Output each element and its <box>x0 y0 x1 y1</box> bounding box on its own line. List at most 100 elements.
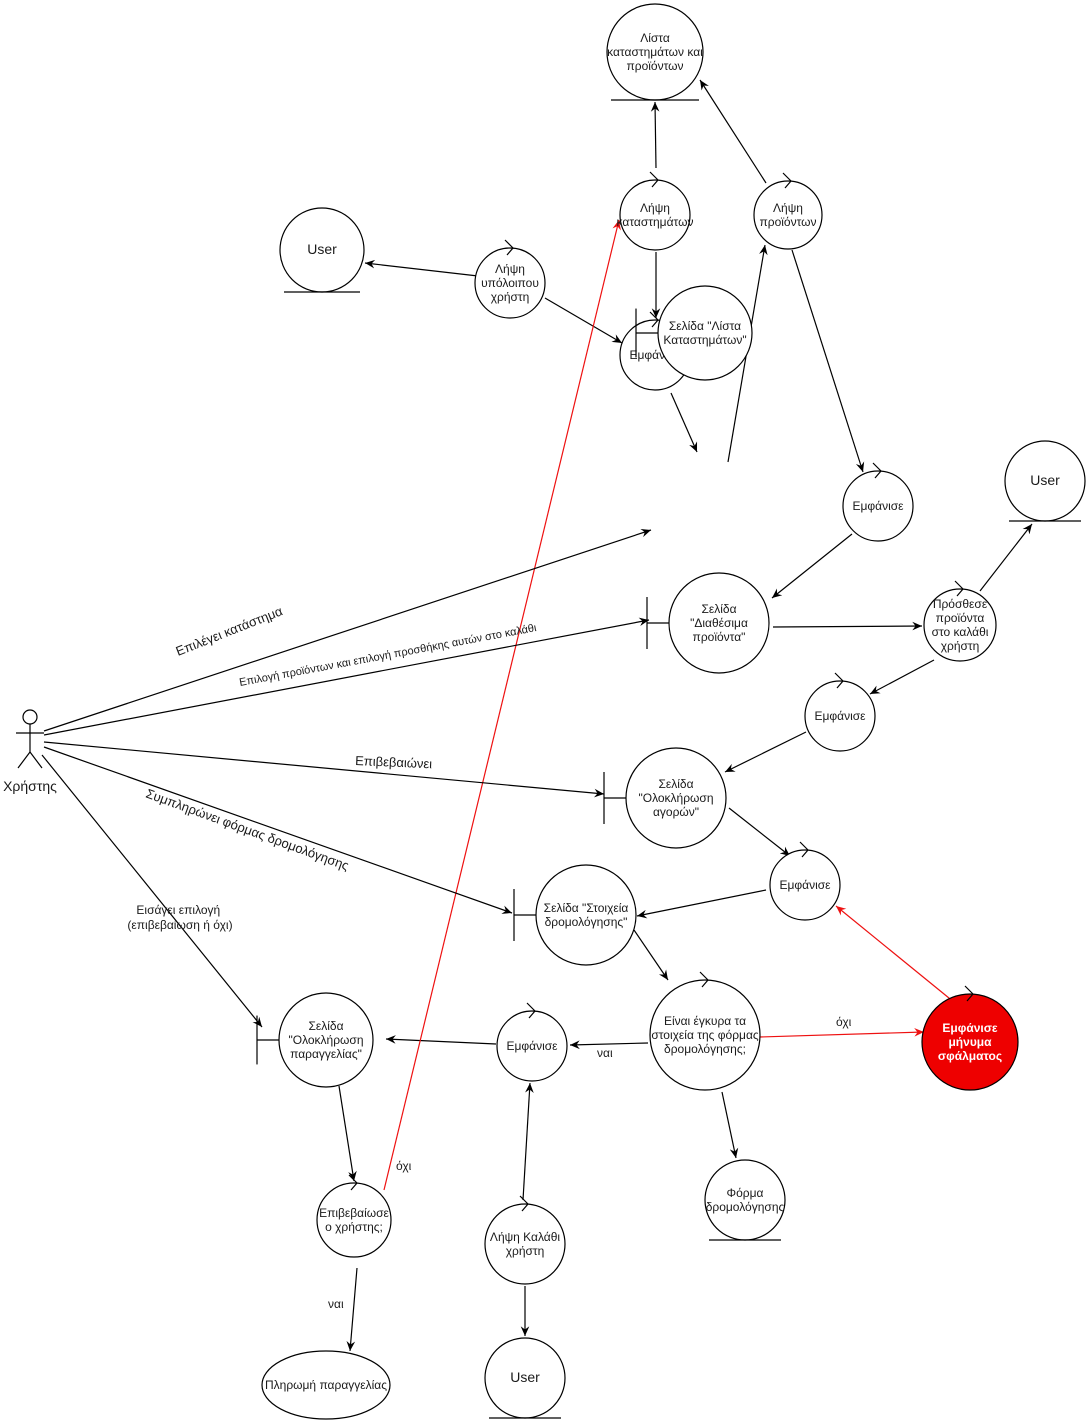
edge-complete-order-to-confirmed <box>338 1085 357 1182</box>
actor-user[interactable]: Χρήστης <box>3 709 57 794</box>
control-shape <box>804 680 876 752</box>
actor-leg-right <box>29 751 43 769</box>
edge-complete-purchases-to-show4 <box>728 807 791 857</box>
edge-add-cart-to-user2 <box>979 523 1033 592</box>
control-shape <box>923 588 997 662</box>
edge-balance-to-user1 <box>364 259 479 277</box>
node-label: Πληρωμή παραγγελίας <box>265 1378 387 1392</box>
edge-label-select-store: Επιλέγει κατάστημα <box>174 603 285 659</box>
control-shape <box>619 179 691 251</box>
control-arrow-icon <box>782 172 792 189</box>
plain-shape <box>261 1350 391 1420</box>
control-shape <box>921 993 1019 1091</box>
edges-layer <box>41 79 1033 1352</box>
control-shape <box>753 180 823 250</box>
edge-get-products-to-stores <box>699 79 767 184</box>
edge-actor-to-products <box>43 617 650 736</box>
node-label: Εμφάνισε <box>779 878 831 892</box>
node-e-user3[interactable]: User <box>484 1337 566 1419</box>
control-arrow-icon <box>348 1174 358 1191</box>
control-arrow-icon <box>872 462 882 479</box>
control-arrow-icon <box>649 311 659 328</box>
node-label: Εμφάνισε <box>814 709 866 723</box>
edge-products-to-add-cart <box>772 621 923 631</box>
control-arrow-icon <box>964 985 974 1002</box>
node-n-payment[interactable]: Πληρωμή παραγγελίας <box>261 1350 391 1420</box>
control-arrow-icon <box>699 971 709 988</box>
edge-show3-to-complete-purchases <box>724 731 807 773</box>
control-arrow-icon <box>954 580 964 597</box>
edge-label-yes-confirmed: ναι <box>328 1297 344 1311</box>
node-label: Εμφάνισε <box>506 1039 558 1053</box>
control-arrow-icon <box>519 1195 529 1212</box>
edge-show1-to-store-list <box>670 392 698 453</box>
node-e-user2[interactable]: User <box>1004 440 1086 522</box>
control-shape <box>496 1010 568 1082</box>
control-shape <box>769 849 841 921</box>
control-shape <box>316 1182 392 1258</box>
control-arrow-icon <box>834 672 844 689</box>
edge-label-confirms: Επιβεβαιώνει <box>355 753 433 771</box>
node-c-show4[interactable]: Εμφάνισε <box>769 841 841 921</box>
edge-label-select-products: Επιλογή προϊόντων και επιλογή προσθήκης … <box>238 622 538 689</box>
control-arrow-icon <box>504 239 514 256</box>
control-shape <box>842 470 914 542</box>
actor-leg-left <box>17 751 31 769</box>
edge-error-to-show4 <box>835 905 961 1008</box>
edge-valid-no-to-error <box>759 1027 925 1038</box>
node-label: User <box>510 1369 540 1385</box>
edge-show5-to-complete-order <box>385 1035 497 1045</box>
node-label: Εμφάνισε <box>852 499 904 513</box>
node-label: User <box>1030 472 1060 488</box>
edge-confirmed-yes-to-payment <box>346 1267 358 1352</box>
node-e-user1[interactable]: User <box>279 207 365 293</box>
control-shape <box>474 247 546 319</box>
edge-add-cart-to-show3 <box>869 659 935 695</box>
edge-label-yes-valid: ναι <box>597 1046 613 1060</box>
edge-actor-to-routing <box>43 746 513 914</box>
edge-actor-to-store-list <box>43 528 652 732</box>
control-arrow-icon <box>649 171 659 188</box>
actor-label: Χρήστης <box>3 778 57 794</box>
edge-label-fills-form: Συμπληρώνει φόρμας δρομολόγησης <box>144 786 351 874</box>
edge-confirmed-no-to-get-stores <box>383 219 621 1191</box>
node-c-show3[interactable]: Εμφάνισε <box>804 672 876 752</box>
edge-valid-yes-to-show5 <box>569 1040 649 1050</box>
edge-get-products-to-show2 <box>791 249 865 473</box>
node-c-show5[interactable]: Εμφάνισε <box>496 1002 568 1082</box>
control-arrow-icon <box>799 841 809 858</box>
edge-label-no-valid: όχι <box>836 1015 852 1029</box>
edge-actor-to-complete-order <box>41 754 263 1028</box>
edge-balance-to-show1 <box>544 297 623 344</box>
control-shape <box>649 979 761 1091</box>
node-c-show2[interactable]: Εμφάνισε <box>842 462 914 542</box>
